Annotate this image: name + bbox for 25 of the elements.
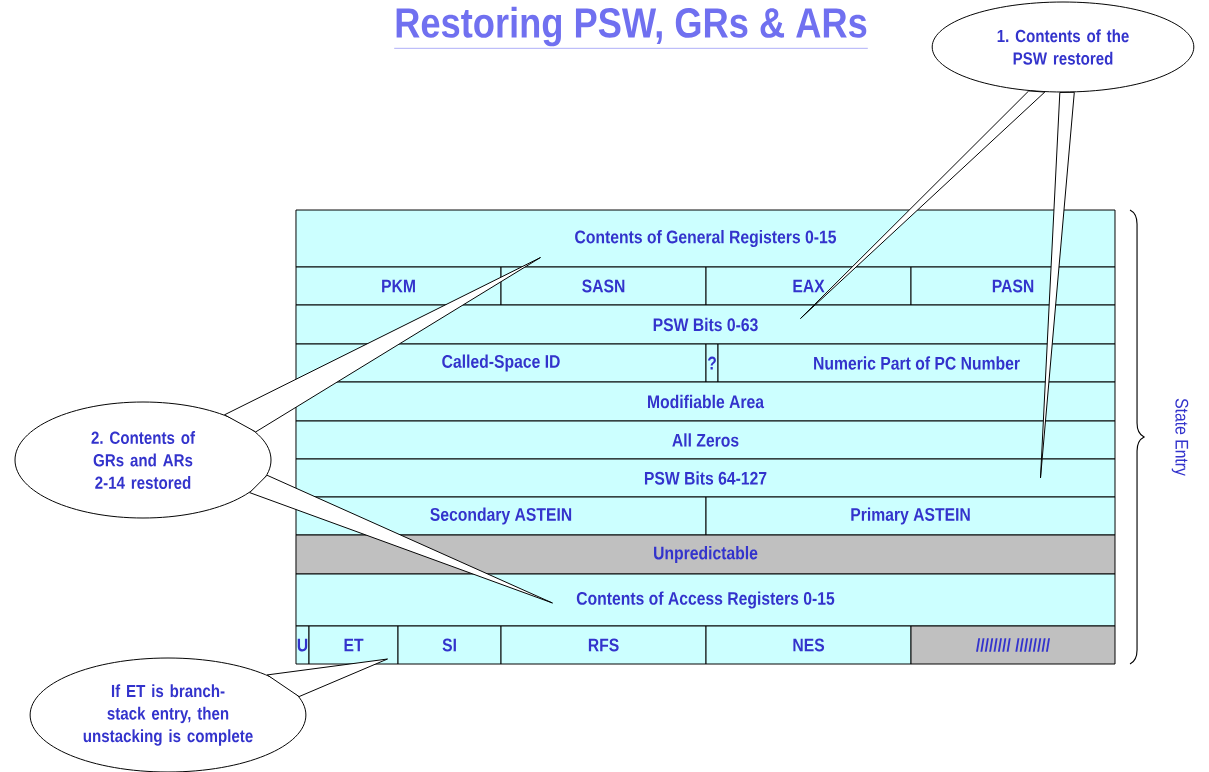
register-field: Secondary ASTEIN [295,496,707,536]
register-field: NES [705,625,912,665]
callout-bubble: If ET is branch-stack entry, then unstacking is complete [29,657,307,772]
register-field: Unpredictable [295,534,1116,575]
callout-bubble: 2. Contents of GRs and ARs 2-14 restored [14,401,272,519]
callout-bubble: 1. Contents of the PSW restored [931,1,1195,93]
title: Restoring PSW, GRs & ARs [393,6,869,49]
register-field: U [295,625,310,665]
callout-pointer [266,658,388,698]
register-field: SI [397,625,502,665]
register-field: //////// //////// [910,625,1116,665]
register-field: Primary ASTEIN [705,496,1116,536]
callout-pointer [224,257,541,433]
callout-pointer [1040,91,1075,479]
register-field: EAX [705,266,912,306]
register-field: All Zeros [295,420,1116,460]
callout-pointer [800,90,1046,319]
register-field: PSW Bits 64-127 [295,458,1116,498]
register-field: PKM [295,266,502,306]
register-field: ? [705,343,719,383]
brace-label: State Entry [1171,398,1189,476]
register-field: SASN [500,266,707,306]
register-field: RFS [500,625,707,665]
callout-pointer [249,474,553,604]
register-field: PASN [910,266,1116,306]
